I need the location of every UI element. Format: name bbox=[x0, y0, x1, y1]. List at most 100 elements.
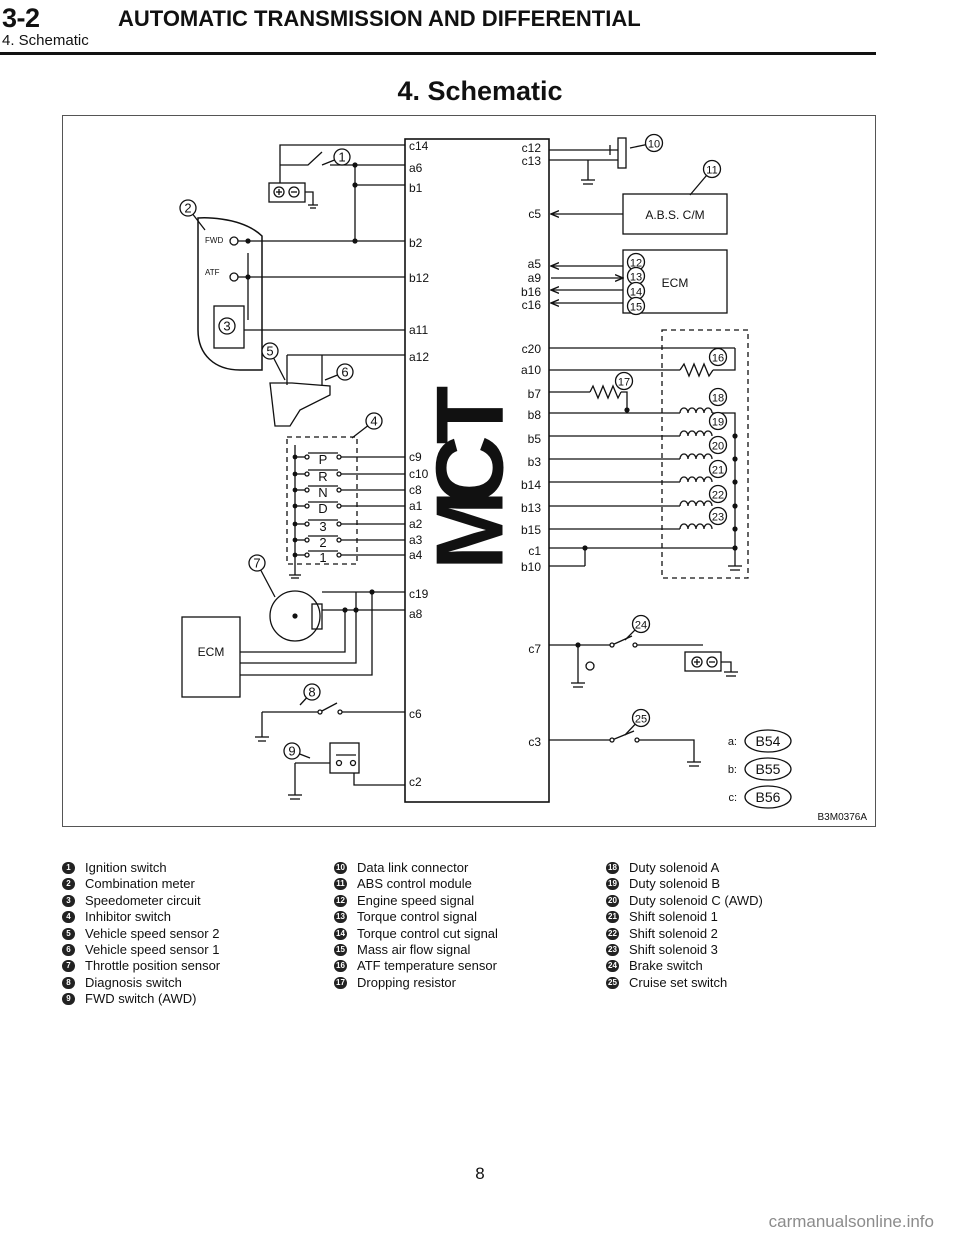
callout-circle bbox=[333, 148, 351, 166]
callout-number-10: 10 bbox=[648, 139, 660, 151]
inhibitor-position-label: 2 bbox=[319, 535, 326, 550]
callout-circle bbox=[248, 554, 266, 572]
legend-number: 25 bbox=[606, 976, 619, 989]
legend-label: ATF temperature sensor bbox=[357, 958, 497, 974]
solenoid-coil bbox=[679, 500, 713, 507]
connector-code-B54: B54 bbox=[756, 733, 781, 749]
ecm-right-label: ECM bbox=[662, 276, 689, 290]
junction-dot bbox=[624, 407, 630, 413]
transmission-housing bbox=[269, 382, 331, 427]
junction-dot bbox=[732, 545, 738, 551]
page-number: 8 bbox=[475, 1164, 485, 1183]
fwd-switch-contact bbox=[335, 759, 343, 767]
callout-number-17: 17 bbox=[618, 377, 630, 389]
junction-dot bbox=[292, 503, 298, 509]
callout-circle bbox=[336, 363, 354, 381]
legend-item: 20 Duty solenoid C (AWD) bbox=[606, 893, 763, 909]
solenoid-block bbox=[661, 329, 749, 579]
solenoid-coil bbox=[679, 476, 713, 483]
callout-number-6: 6 bbox=[341, 365, 348, 380]
legend-label: Inhibitor switch bbox=[85, 909, 171, 925]
tcm-pin-c3: c3 bbox=[528, 735, 541, 749]
inhibitor-position-label: N bbox=[318, 485, 327, 500]
header-rule bbox=[0, 52, 876, 55]
inhibitor-contact bbox=[336, 503, 342, 509]
callout-circle bbox=[283, 742, 301, 760]
legend-number: 14 bbox=[334, 927, 347, 940]
switch-contact bbox=[337, 709, 343, 715]
tcm-box bbox=[404, 138, 550, 803]
callout-circle bbox=[708, 484, 728, 504]
legend-number: 11 bbox=[334, 878, 347, 891]
junction-dot bbox=[352, 162, 358, 168]
callout-circle bbox=[631, 614, 651, 634]
callout-circle bbox=[261, 342, 279, 360]
tcm-pin-c5: c5 bbox=[528, 207, 541, 221]
legend-number: 6 bbox=[62, 943, 75, 956]
legend-number: 8 bbox=[62, 976, 75, 989]
legend-label: Data link connector bbox=[357, 860, 469, 875]
left-wiring bbox=[181, 144, 405, 800]
legend-number: 5 bbox=[62, 927, 75, 940]
callout-number-24: 24 bbox=[635, 620, 647, 632]
callout-number-20: 20 bbox=[712, 441, 724, 453]
schematic-diagram: TCM bbox=[179, 133, 868, 823]
junction-dot bbox=[732, 503, 738, 509]
tcm-letter: C bbox=[416, 435, 523, 504]
inhibitor-contact bbox=[304, 521, 310, 527]
legend-label: Speedometer circuit bbox=[85, 892, 201, 908]
switch-blade bbox=[611, 730, 635, 741]
tcm-pin-c20: c20 bbox=[522, 342, 542, 356]
legend-number: 13 bbox=[334, 911, 347, 924]
schematic-frame bbox=[62, 115, 876, 827]
ecm-left-label: ECM bbox=[198, 645, 225, 659]
legend-label: Brake switch bbox=[629, 958, 703, 974]
junction-dot bbox=[245, 274, 251, 280]
legend-label: Ignition switch bbox=[85, 860, 167, 875]
inhibitor-contact bbox=[304, 471, 310, 477]
legend-number: 20 bbox=[606, 894, 619, 907]
inhibitor-position-label: R bbox=[318, 469, 327, 484]
legend-number: 24 bbox=[606, 960, 619, 973]
solenoid-coil bbox=[679, 523, 713, 530]
legend-number: 16 bbox=[334, 960, 347, 973]
callout-number-9: 9 bbox=[288, 744, 295, 759]
callout-circle bbox=[631, 708, 651, 728]
legend-item: 11 ABS control module bbox=[334, 876, 498, 892]
junction-dot bbox=[732, 526, 738, 532]
tcm-pin-a9: a9 bbox=[528, 271, 542, 285]
legend-item: 16 ATF temperature sensor bbox=[334, 958, 498, 974]
legend-label: ABS control module bbox=[357, 876, 472, 892]
inhibitor-contact bbox=[336, 454, 342, 460]
legend-label: Shift solenoid 3 bbox=[629, 941, 718, 957]
tcm-pin-b13: b13 bbox=[521, 501, 541, 515]
tcm-pin-c13: c13 bbox=[522, 154, 542, 168]
callout-circle bbox=[708, 506, 728, 526]
watermark: carmanualsonline.info bbox=[768, 1212, 934, 1231]
callout-number-19: 19 bbox=[712, 417, 724, 429]
callout-number-3: 3 bbox=[223, 319, 230, 334]
junction-dot bbox=[582, 545, 588, 551]
junction-dot bbox=[342, 607, 348, 613]
battery-2 bbox=[684, 651, 722, 672]
figure-code: B3M0376A bbox=[818, 812, 868, 823]
connector-prefix: b: bbox=[728, 764, 737, 776]
legend-label: Duty solenoid C (AWD) bbox=[629, 892, 763, 908]
tcm-pin-b8: b8 bbox=[528, 408, 542, 422]
tcm-pin-c14: c14 bbox=[409, 139, 429, 153]
tcm-pin-a6: a6 bbox=[409, 161, 423, 175]
callout-circle bbox=[708, 387, 728, 407]
fwd-label: FWD bbox=[205, 236, 223, 245]
callout-circle bbox=[303, 683, 321, 701]
callout-circle bbox=[218, 317, 236, 335]
legend-label: Cruise set switch bbox=[629, 974, 728, 990]
callout-circle bbox=[708, 347, 728, 367]
tcm-pin-b7: b7 bbox=[528, 387, 542, 401]
